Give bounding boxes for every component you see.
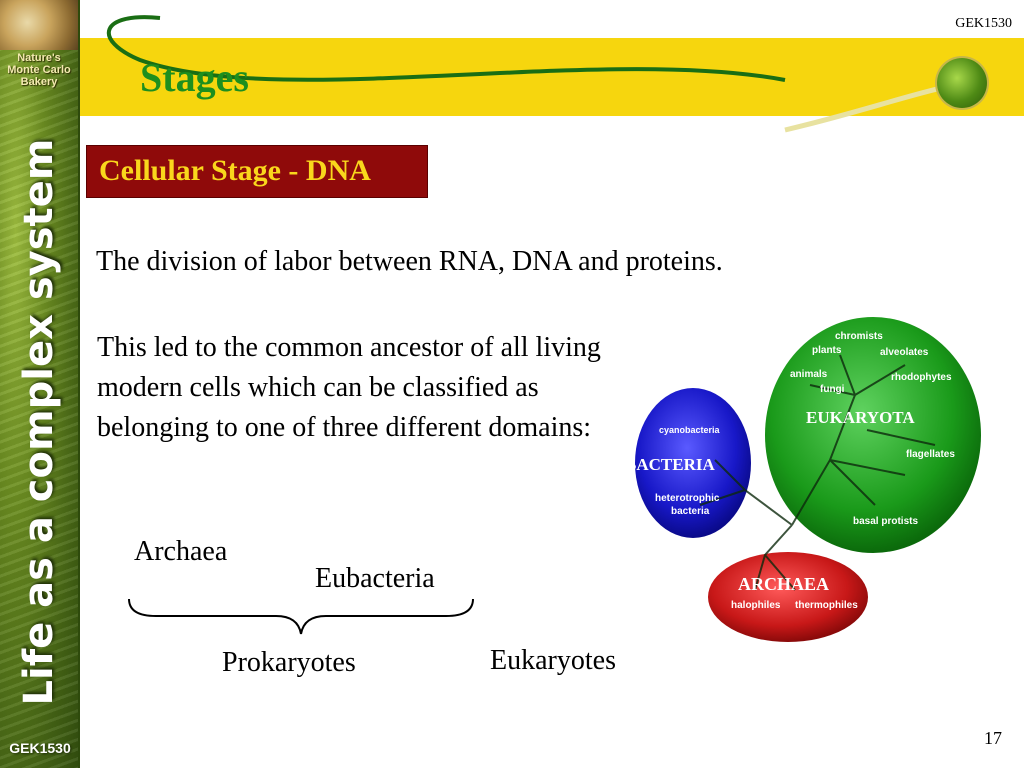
- bakery-line-3: Bakery: [20, 76, 58, 88]
- bakery-image: [0, 0, 78, 50]
- tree-group-thermophiles: thermophiles: [795, 600, 858, 611]
- tree-group-fungi: fungi: [820, 384, 845, 395]
- archaea-region: [708, 552, 868, 642]
- tree-group-plants: plants: [812, 345, 842, 356]
- eukaryota-label: EUKARYOTA: [806, 408, 915, 427]
- sidebar: Nature's Monte Carlo Bakery Life as a co…: [0, 0, 80, 768]
- tree-group-bacteria: bacteria: [671, 506, 710, 517]
- tree-branches: [699, 354, 936, 591]
- tree-group-halophiles: halophiles: [731, 600, 781, 611]
- tree-group-basal-protists: basal protists: [853, 516, 918, 527]
- label-eubacteria: Eubacteria: [315, 563, 435, 594]
- tree-group-flagellates: flagellates: [906, 449, 955, 460]
- subtitle-box: Cellular Stage - DNA: [86, 145, 428, 198]
- tree-group-chromists: chromists: [835, 331, 883, 342]
- sidebar-course-code: GEK1530: [9, 740, 71, 756]
- tree-group-cyanobacteria: cyanobacteria: [659, 425, 721, 435]
- tree-group-heterotrophic: heterotrophic: [655, 493, 720, 504]
- bakery-line-2: Monte Carlo: [7, 64, 71, 76]
- bakery-line-1: Nature's: [17, 52, 61, 64]
- subtitle: Cellular Stage - DNA: [99, 154, 371, 187]
- vertical-course-title: Life as a complex system: [16, 138, 62, 706]
- tree-group-alveolates: alveolates: [880, 347, 929, 358]
- archaea-label: ARCHAEA: [738, 574, 829, 594]
- label-archaea: Archaea: [134, 536, 228, 567]
- bacteria-region: [635, 388, 751, 538]
- bacteria-label: BACTERIA: [625, 455, 715, 474]
- paragraph-division-of-labor: The division of labor between RNA, DNA a…: [96, 246, 723, 277]
- page-number: 17: [984, 728, 1002, 748]
- tree-group-animals: animals: [790, 369, 828, 380]
- course-code: GEK1530: [955, 16, 1012, 31]
- tree-group-rhodophytes: rhodophytes: [891, 372, 952, 383]
- label-eukaryotes: Eukaryotes: [490, 645, 616, 676]
- prokaryote-brace: [128, 598, 474, 635]
- tree-of-life-figure: chromists plants alveolates animals rhod…: [625, 317, 981, 642]
- bakery-logo: Nature's Monte Carlo Bakery: [0, 52, 78, 88]
- page-title: Stages: [140, 55, 249, 100]
- leaf-globe-icon: [937, 58, 987, 108]
- eukaryota-region: [765, 317, 981, 553]
- label-prokaryotes: Prokaryotes: [222, 647, 356, 678]
- paragraph-common-ancestor: This led to the common ancestor of all l…: [97, 332, 601, 443]
